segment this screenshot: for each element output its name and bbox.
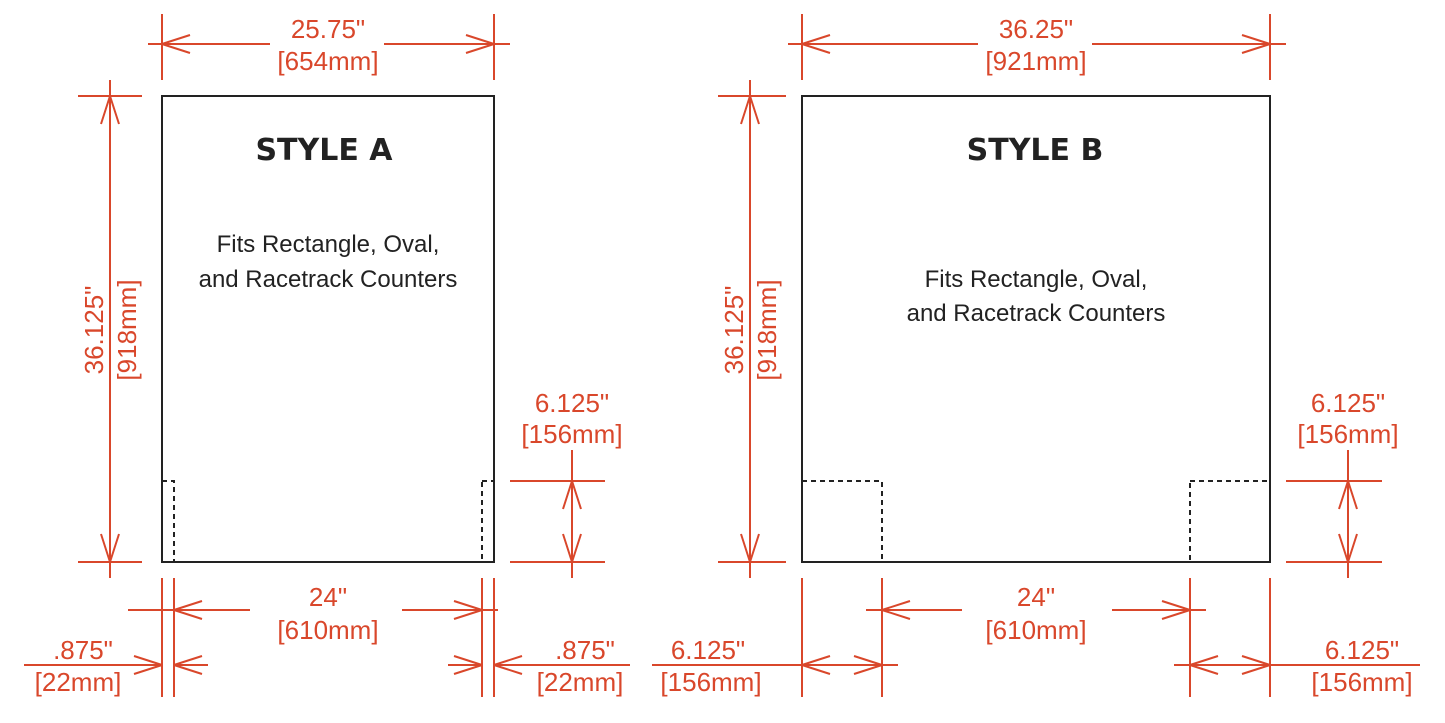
style-b-outline: [801, 95, 1271, 563]
height-mm: [918mm]: [752, 279, 782, 380]
style-a-left-leg: [161, 480, 175, 563]
style-a-title: STYLE A: [255, 133, 393, 168]
left-leg-inches: 6.125": [671, 635, 745, 665]
height-inches: 36.125": [79, 286, 109, 375]
left-leg-mm: [22mm]: [35, 667, 122, 697]
style-a-right-leg: [481, 480, 495, 563]
left-leg-inches: .875": [53, 635, 113, 665]
style-a-description: Fits Rectangle, Oval,: [217, 231, 440, 258]
right-leg-mm: [22mm]: [537, 667, 624, 697]
style-a-width-dimension: 25.75" [654mm]: [148, 14, 510, 80]
width-mm: [654mm]: [277, 46, 378, 76]
width-inches: 36.25": [999, 14, 1073, 44]
style-a-height-dimension: 36.125" [918mm]: [78, 80, 142, 578]
style-b-leg-height-dimension: 6.125" [156mm]: [1286, 388, 1399, 578]
style-b-height-dimension: 36.125" [918mm]: [718, 80, 786, 578]
style-a-inner-width-dimension: 24" [610mm]: [128, 578, 498, 697]
style-a-leg-height-dimension: 6.125" [156mm]: [510, 388, 623, 578]
leg-height-mm: [156mm]: [1297, 419, 1398, 449]
inner-width-mm: [610mm]: [985, 615, 1086, 645]
right-leg-inches: .875": [555, 635, 615, 665]
right-leg-inches: 6.125": [1325, 635, 1399, 665]
width-mm: [921mm]: [985, 46, 1086, 76]
style-a-leg-width-dimensions: .875" [22mm] .875" [22mm]: [24, 632, 630, 697]
style-b-title: STYLE B: [967, 133, 1104, 168]
right-leg-mm: [156mm]: [1311, 667, 1412, 697]
width-inches: 25.75": [291, 14, 365, 44]
inner-width-mm: [610mm]: [277, 615, 378, 645]
style-b-drawing: STYLE B Fits Rectangle, Oval, and Racetr…: [652, 14, 1420, 697]
style-b-inner-width-dimension: 24" [610mm]: [801, 578, 1271, 697]
style-a-outline: [161, 95, 495, 563]
left-leg-mm: [156mm]: [660, 667, 761, 697]
style-a-drawing: STYLE A Fits Rectangle, Oval, and Racetr…: [24, 14, 630, 697]
style-b-width-dimension: 36.25" [921mm]: [788, 14, 1286, 80]
inner-width-inches: 24": [1017, 582, 1055, 612]
inner-width-inches: 24": [309, 582, 347, 612]
style-a-description: and Racetrack Counters: [199, 266, 458, 293]
leg-height-inches: 6.125": [535, 388, 609, 418]
height-inches: 36.125": [719, 286, 749, 375]
style-b-description: Fits Rectangle, Oval,: [925, 266, 1148, 293]
leg-height-inches: 6.125": [1311, 388, 1385, 418]
height-mm: [918mm]: [112, 279, 142, 380]
style-b-leg-width-dimensions: 6.125" [156mm] 6.125" [156mm]: [652, 632, 1420, 697]
leg-height-mm: [156mm]: [521, 419, 622, 449]
style-b-right-leg: [1189, 480, 1271, 563]
style-b-description: and Racetrack Counters: [907, 300, 1166, 327]
style-b-left-leg: [801, 480, 883, 563]
